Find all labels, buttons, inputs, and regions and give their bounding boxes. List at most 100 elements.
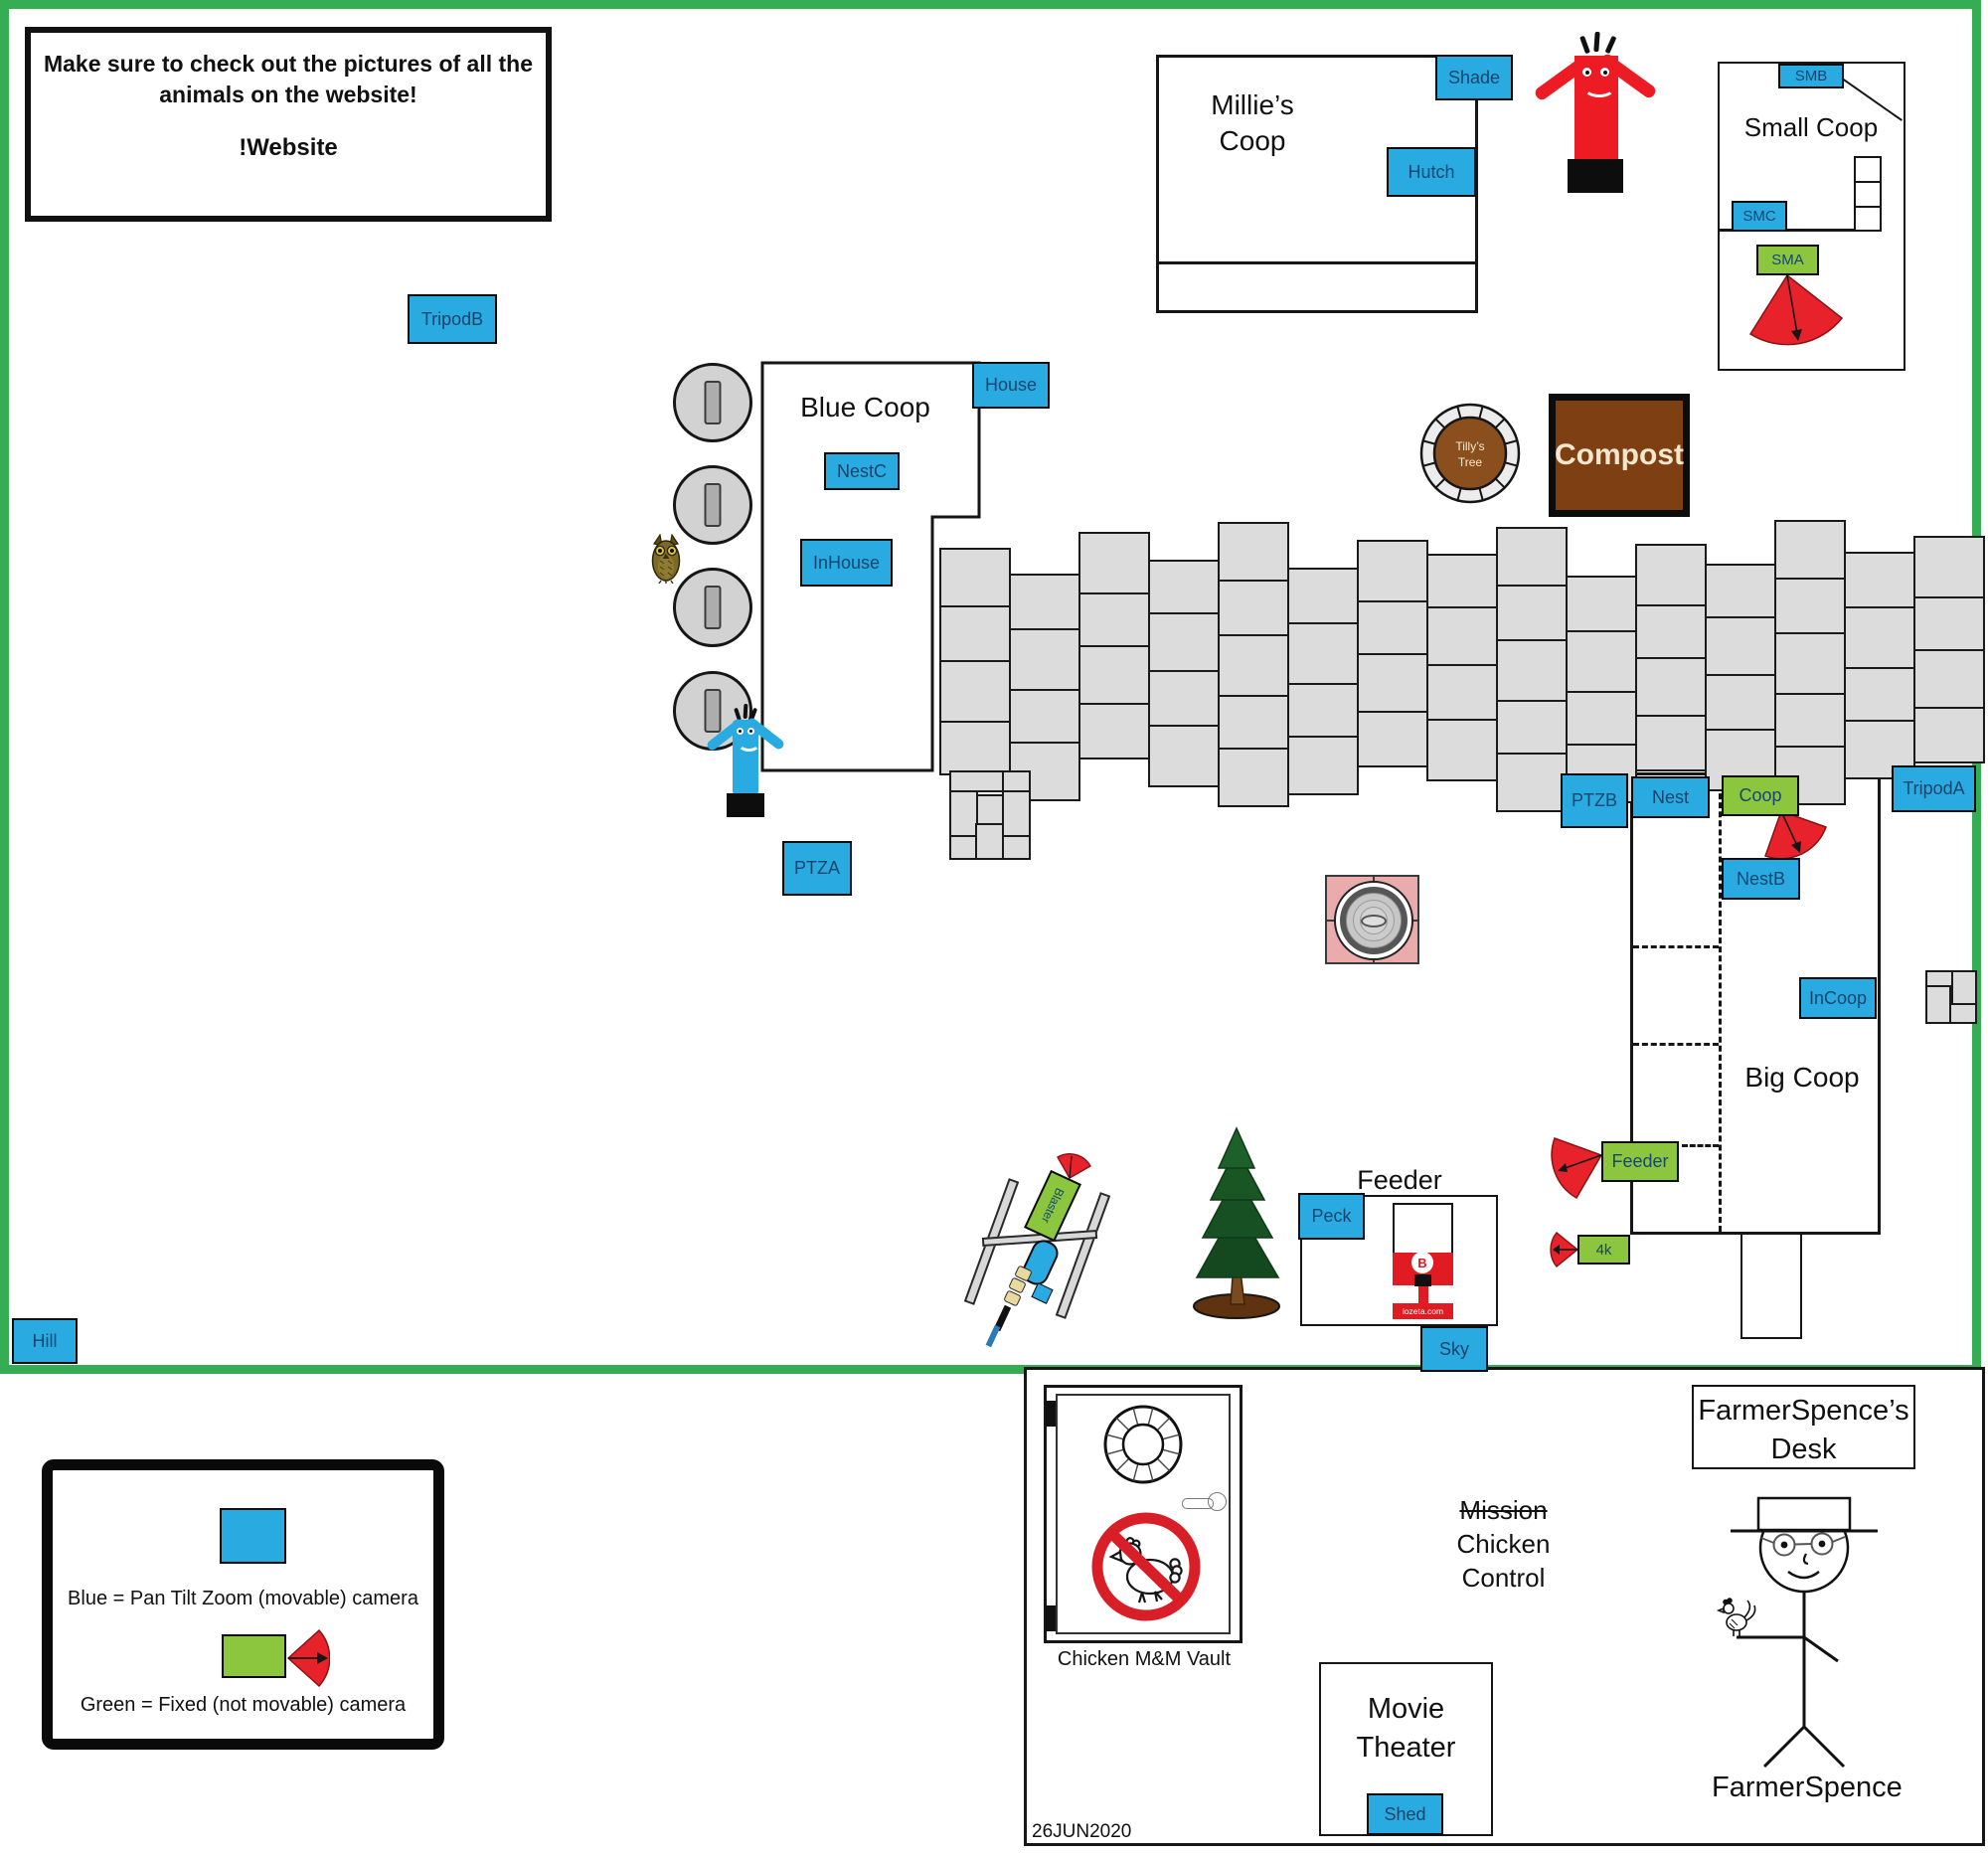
- paver-brick: [1496, 585, 1568, 641]
- paver-brick: [1078, 532, 1150, 594]
- patio-stone: [1002, 770, 1031, 792]
- paver-brick: [1009, 574, 1080, 630]
- camera-label-sma: SMA: [1756, 245, 1819, 275]
- camera-label-ptzb-text: PTZB: [1571, 790, 1617, 810]
- svg-text:Tilly’s: Tilly’s: [1455, 439, 1484, 453]
- big-coop-run: [1740, 1233, 1802, 1339]
- paver-brick: [1218, 522, 1289, 582]
- patio-stone: [949, 835, 977, 860]
- feeder-device: B iozeta.com: [1393, 1203, 1453, 1320]
- millies-coop-divider: [1159, 261, 1475, 264]
- paver-brick: [1148, 560, 1220, 614]
- camera-label-nest-text: Nest: [1651, 786, 1689, 807]
- legend-fixed-swatch: [222, 1634, 286, 1678]
- legend-ptz-swatch: [220, 1508, 286, 1564]
- camera-label-smb: SMB: [1778, 64, 1844, 88]
- paver-brick: [1148, 725, 1220, 787]
- patio-stone: [976, 794, 1004, 825]
- camera-label-nestB: NestB: [1722, 858, 1800, 900]
- camera-label-inHouse-text: InHouse: [812, 552, 881, 573]
- paver-brick: [1218, 634, 1289, 697]
- paver-brick: [939, 605, 1011, 662]
- paver-brick: [1426, 664, 1498, 721]
- mission-word-struck: Mission: [1459, 1495, 1548, 1525]
- iozeta-logo-icon: B: [1411, 1252, 1433, 1273]
- feed-barrel: [673, 363, 752, 442]
- vault-dial-icon: [1103, 1405, 1183, 1484]
- red-tube-man-base: [1568, 159, 1623, 193]
- no-chicken-sign: [1091, 1512, 1201, 1621]
- mission-chicken-control: Mission Chicken Control: [1416, 1494, 1590, 1595]
- camera-label-sky-text: Sky: [1438, 1338, 1469, 1359]
- camera-label-nestC-text: NestC: [836, 460, 887, 481]
- camera-label-hill-text: Hill: [32, 1330, 58, 1351]
- paver-brick: [1913, 596, 1985, 651]
- camera-label-sma-text: SMA: [1771, 252, 1804, 268]
- paver-brick: [1705, 674, 1776, 731]
- camera-label-feeder-text: Feeder: [1611, 1151, 1669, 1171]
- camera-label-shed-text: Shed: [1384, 1803, 1426, 1824]
- farmerspence-name: FarmerSpence: [1712, 1772, 1903, 1803]
- paver-patio-pinwheel: [1925, 970, 1977, 1024]
- paver-brick: [1844, 667, 1915, 722]
- camera-label-ptza-text: PTZA: [793, 858, 840, 878]
- camera-label-peck: Peck: [1298, 1193, 1365, 1240]
- farmerspence-desk: FarmerSpence’s Desk: [1692, 1385, 1915, 1469]
- paver-brick: [1218, 748, 1289, 807]
- blue-tube-man: [705, 702, 786, 819]
- paver-brick: [1635, 657, 1707, 717]
- camera-label-4k-text: 4k: [1595, 1241, 1612, 1259]
- camera-label-shed: Shed: [1367, 1793, 1443, 1835]
- legend-ptz-text: Blue = Pan Tilt Zoom (movable) camera: [68, 1588, 418, 1609]
- feed-barrel: [673, 465, 752, 545]
- 4k-fov-cone: [1550, 1232, 1579, 1267]
- camera-label-feeder: Feeder: [1601, 1141, 1679, 1182]
- vault-handle-knob: [1208, 1492, 1227, 1511]
- small-coop-title: Small Coop: [1743, 112, 1879, 142]
- paver-brick: [1566, 576, 1637, 632]
- vault-caption: Chicken M&M Vault: [1057, 1648, 1232, 1670]
- pine-tree: [1193, 1126, 1280, 1319]
- paver-brick: [1913, 649, 1985, 709]
- paver-patio-small: [949, 770, 1031, 860]
- patio-stone: [1949, 1003, 1977, 1024]
- camera-label-blaster-text: Blaster: [1038, 1186, 1068, 1226]
- paver-brick: [1357, 653, 1428, 713]
- camera-label-house-text: House: [984, 375, 1038, 395]
- paver-brick: [1635, 604, 1707, 659]
- camera-label-nestC: NestC: [824, 452, 900, 490]
- paver-brick: [1078, 592, 1150, 647]
- paver-brick: [1357, 711, 1428, 767]
- paver-brick: [1774, 632, 1846, 695]
- paver-brick: [1287, 683, 1359, 738]
- legend-fov-cone: [286, 1628, 330, 1688]
- camera-label-smc: SMC: [1732, 201, 1787, 232]
- patio-stone: [1925, 985, 1951, 1024]
- camera-label-smb-text: SMB: [1794, 68, 1828, 84]
- paver-brick: [1218, 580, 1289, 636]
- feed-barrel: [673, 568, 752, 647]
- coop-fov-cone: [1764, 810, 1827, 860]
- paver-brick: [1426, 606, 1498, 666]
- paver-brick: [1566, 630, 1637, 693]
- paver-brick: [939, 548, 1011, 607]
- red-tube-man: [1531, 30, 1660, 195]
- compost-label: Compost: [1555, 438, 1684, 471]
- paver-brick: [1844, 606, 1915, 669]
- feeder-station-title: Feeder: [1357, 1165, 1442, 1195]
- paver-brick: [1496, 700, 1568, 755]
- blue-coop-title: Blue Coop: [800, 392, 930, 422]
- patio-stone: [975, 823, 1004, 860]
- compost-bin: Compost: [1549, 394, 1690, 517]
- paver-brick: [1357, 600, 1428, 655]
- camera-label-hutch: Hutch: [1387, 147, 1476, 197]
- paver-brick: [1705, 564, 1776, 618]
- camera-label-nestB-text: NestB: [1736, 868, 1786, 889]
- paver-brick: [1287, 736, 1359, 795]
- website-note-cta: !Website: [239, 134, 338, 162]
- camera-label-tripodB: TripodB: [408, 294, 497, 344]
- legend: Blue = Pan Tilt Zoom (movable) camera Gr…: [42, 1459, 444, 1750]
- patio-stone: [1951, 970, 1977, 1005]
- camera-label-inHouse: InHouse: [800, 539, 893, 587]
- paver-brick: [939, 660, 1011, 723]
